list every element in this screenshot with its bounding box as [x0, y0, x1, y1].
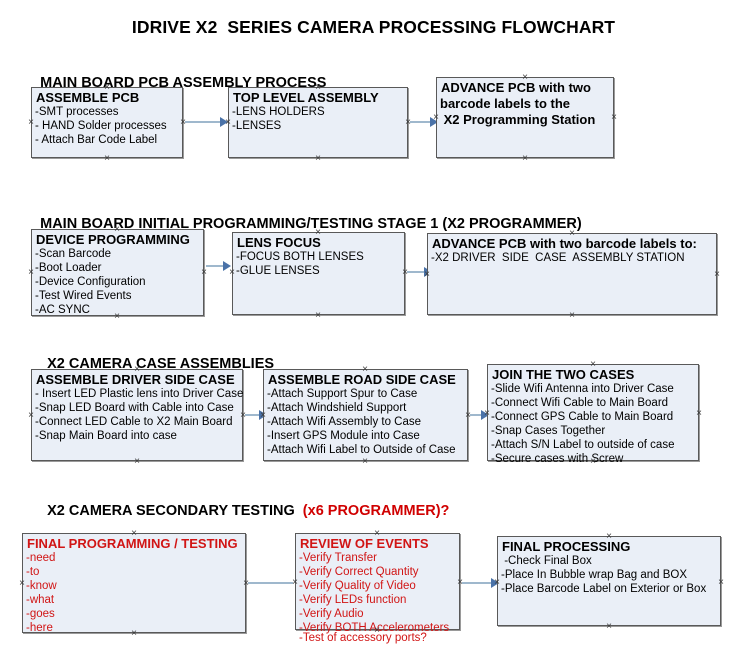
section-heading-x2-camera-case-assemblies: X2 CAMERA CASE ASSEMBLIES	[31, 340, 274, 388]
node-header: FINAL PROCESSING	[502, 539, 631, 554]
node-line: -LENSES	[232, 120, 282, 132]
node-final-programming-testing[interactable]: FINAL PROGRAMMING / TESTING -need -to -k…	[22, 533, 246, 634]
section-heading-accent: (x6 PROGRAMMER)?	[302, 503, 450, 519]
node-line: -Attach Wifi Assembly to Case	[267, 416, 422, 428]
node-line: -Scan Barcode	[35, 248, 112, 260]
node-assemble-road-side-case[interactable]: ASSEMBLE ROAD SIDE CASE -Attach Support …	[263, 369, 468, 461]
section-heading-text: MAIN BOARD INITIAL PROGRAMMING/TESTING S…	[40, 216, 582, 232]
node-line: -Place Barcode Label on Exterior or Box	[501, 583, 707, 595]
node-assemble-driver-side-case[interactable]: ASSEMBLE DRIVER SIDE CASE - Insert LED P…	[31, 369, 243, 461]
connector-arrow-icon	[430, 117, 438, 127]
connector-line	[245, 414, 262, 416]
node-line: -Device Configuration	[35, 276, 146, 288]
node-device-programming[interactable]: DEVICE PROGRAMMING -Scan Barcode -Boot L…	[31, 229, 204, 316]
node-line: - HAND Solder processes	[35, 120, 167, 132]
node-header: ADVANCE PCB with two	[441, 80, 591, 95]
node-line: -Secure cases with Screw	[491, 453, 624, 465]
connector-arrow-icon	[223, 261, 231, 271]
node-line: - Attach Bar Code Label	[35, 134, 158, 146]
node-line: -Insert GPS Module into Case	[267, 430, 420, 442]
node-line: -Slide Wifi Antenna into Driver Case	[491, 383, 674, 395]
node-review-of-events[interactable]: REVIEW OF EVENTS -Verify Transfer -Verif…	[295, 533, 460, 644]
node-final-processing[interactable]: FINAL PROCESSING -Check Final Box -Place…	[497, 536, 721, 626]
section-heading-text: X2 CAMERA CASE ASSEMBLIES	[47, 356, 275, 372]
node-line: X2 Programming Station	[440, 112, 596, 127]
node-advance-pcb-programming-station[interactable]: ADVANCE PCB with two barcode labels to t…	[436, 77, 614, 158]
node-line: -Verify Audio	[299, 608, 364, 620]
node-line: barcode labels to the	[440, 96, 571, 111]
node-line: -FOCUS BOTH LENSES	[236, 251, 364, 263]
node-line: -here	[26, 622, 53, 634]
node-line: -what	[26, 594, 55, 606]
node-line: - Insert LED Plastic lens into Driver Ca…	[35, 388, 244, 400]
connector-line	[410, 121, 433, 123]
node-header: DEVICE PROGRAMMING	[36, 232, 190, 247]
node-line: -Connect Wifi Cable to Main Board	[491, 397, 669, 409]
node-line: -LENS HOLDERS	[232, 106, 325, 118]
node-join-the-two-cases[interactable]: JOIN THE TWO CASES -Slide Wifi Antenna i…	[487, 364, 699, 465]
node-assemble-pcb[interactable]: ASSEMBLE PCB -SMT processes - HAND Solde…	[31, 87, 183, 158]
node-line: -GLUE LENSES	[236, 265, 320, 277]
section-heading-x2-camera-secondary-testing: X2 CAMERA SECONDARY TESTING (x6 PROGRAMM…	[31, 487, 449, 535]
node-header: ASSEMBLE ROAD SIDE CASE	[268, 372, 456, 387]
connector-arrow-icon	[220, 117, 228, 127]
node-line: -AC SYNC	[35, 304, 90, 316]
node-overflow-line: -Test of accessory ports?	[299, 632, 427, 644]
connector-arrow-icon	[491, 578, 499, 588]
section-heading-text: X2 CAMERA SECONDARY TESTING	[47, 503, 303, 519]
connector-line	[206, 265, 226, 267]
node-line: -Verify Correct Quantity	[299, 566, 419, 578]
node-line: -Test Wired Events	[35, 290, 132, 302]
node-line: -Place In Bubble wrap Bag and BOX	[501, 569, 688, 581]
node-line: -goes	[26, 608, 55, 620]
node-header: FINAL PROGRAMMING / TESTING	[27, 536, 238, 551]
node-line: -Snap Cases Together	[491, 425, 606, 437]
node-line: -Check Final Box	[501, 555, 592, 567]
node-line: -Connect GPS Cable to Main Board	[491, 411, 674, 423]
connector-line	[470, 414, 484, 416]
node-header: LENS FOCUS	[237, 235, 321, 250]
connector-line	[248, 582, 293, 584]
node-line: -need	[26, 552, 56, 564]
connector-line	[407, 271, 427, 273]
node-lens-focus[interactable]: LENS FOCUS -FOCUS BOTH LENSES -GLUE LENS…	[232, 232, 405, 315]
connector-line	[462, 582, 494, 584]
page-title: IDRIVE X2 SERIES CAMERA PROCESSING FLOWC…	[131, 17, 616, 37]
connector-line	[185, 121, 223, 123]
node-line: -Attach Windshield Support	[267, 402, 407, 414]
node-line: -Verify Transfer	[299, 552, 377, 564]
connector-arrow-icon	[481, 410, 489, 420]
node-line: -Verify Quality of Video	[299, 580, 416, 592]
node-line: -Snap LED Board with Cable into Case	[35, 402, 234, 414]
node-advance-pcb-driver-side-case[interactable]: ADVANCE PCB with two barcode labels to: …	[427, 233, 717, 315]
node-line: -Attach Support Spur to Case	[267, 388, 418, 400]
node-line: -Attach Wifi Label to Outside of Case	[267, 444, 456, 456]
node-header: ASSEMBLE DRIVER SIDE CASE	[36, 372, 235, 387]
node-header: JOIN THE TWO CASES	[492, 367, 635, 382]
node-line: -Verify LEDs function	[299, 594, 407, 606]
node-line: -Connect LED Cable to X2 Main Board	[35, 416, 233, 428]
node-line: -Boot Loader	[35, 262, 102, 274]
node-top-level-assembly[interactable]: TOP LEVEL ASSEMBLY -LENS HOLDERS -LENSES	[228, 87, 408, 158]
node-line: -to	[26, 566, 40, 578]
node-line: -Attach S/N Label to outside of case	[491, 439, 675, 451]
node-header: ASSEMBLE PCB	[36, 90, 140, 105]
node-header: ADVANCE PCB with two barcode labels to:	[432, 236, 697, 251]
node-line: -know	[26, 580, 57, 592]
node-header: REVIEW OF EVENTS	[300, 536, 429, 551]
node-line: -SMT processes	[35, 106, 119, 118]
node-line: -X2 DRIVER SIDE CASE ASSEMBLY STATION	[431, 252, 685, 264]
node-header: TOP LEVEL ASSEMBLY	[233, 90, 379, 105]
section-heading-main-board-initial-programming: MAIN BOARD INITIAL PROGRAMMING/TESTING S…	[24, 200, 582, 248]
node-line: -Snap Main Board into case	[35, 430, 177, 442]
node-line: -Verify BOTH Accelerometers	[299, 622, 450, 634]
